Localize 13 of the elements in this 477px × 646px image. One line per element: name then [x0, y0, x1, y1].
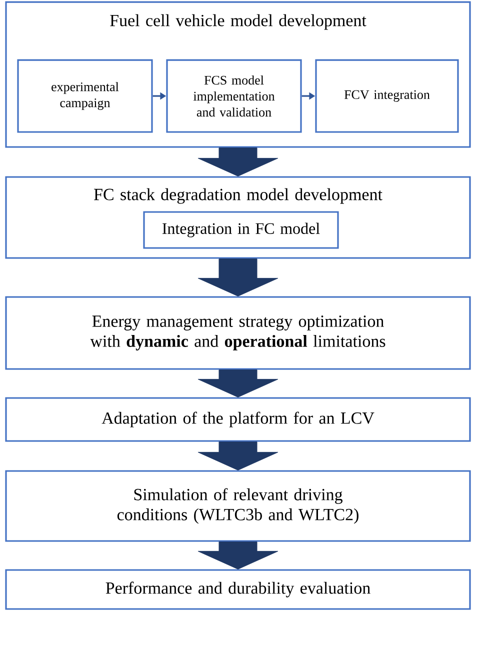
process-box: Performance and durability evaluation: [5, 569, 471, 610]
process-box: Energy management strategy optimization with dynamic and operational limitations: [5, 296, 471, 370]
process-box: Simulation of relevant driving conditions (WLTC3b and WLTC2): [5, 470, 471, 542]
sub-process-box: experimental campaign: [17, 59, 153, 133]
sub-process-box: FCS model implementation and validation: [166, 59, 302, 133]
process-box: Adaptation of the platform for an LCV: [5, 397, 471, 442]
sub-process-box: FCV integration: [315, 59, 459, 133]
sub-process-box: Integration in FC model: [143, 211, 339, 249]
block-arrow: [198, 370, 278, 398]
block-arrow: [198, 442, 278, 470]
block-arrow: [198, 542, 278, 570]
block-arrow: [198, 148, 278, 176]
block-arrow: [198, 258, 278, 296]
